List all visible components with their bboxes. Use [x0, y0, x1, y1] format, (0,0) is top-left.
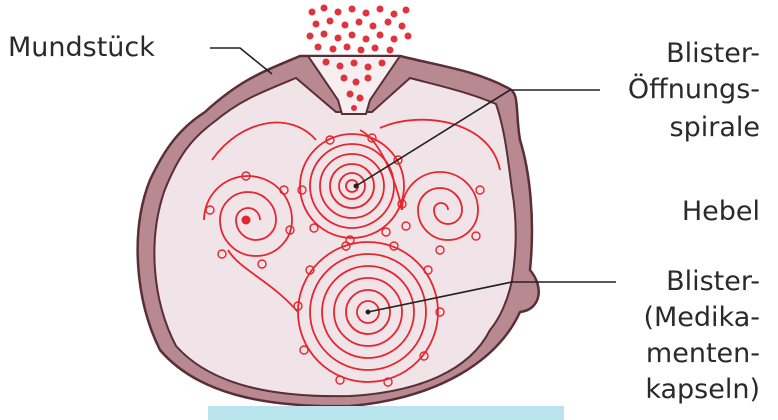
- label-lever: Hebel: [682, 196, 760, 228]
- caption-strip: [208, 406, 564, 420]
- label-blister-line3: menten-: [646, 338, 760, 370]
- leader-mouthpiece: [210, 48, 272, 74]
- label-blister-line2: (Medika-: [643, 302, 760, 334]
- label-spiral-line2: Öffnungs-: [628, 74, 760, 106]
- label-blister-line1: Blister-: [666, 266, 760, 298]
- left-spiral-center: [242, 216, 251, 225]
- label-spiral-line1: Blister-: [666, 38, 760, 70]
- label-mouthpiece: Mundstück: [8, 32, 155, 64]
- label-spiral-line3: spirale: [670, 112, 760, 144]
- label-blister-line4: kapseln): [645, 374, 760, 406]
